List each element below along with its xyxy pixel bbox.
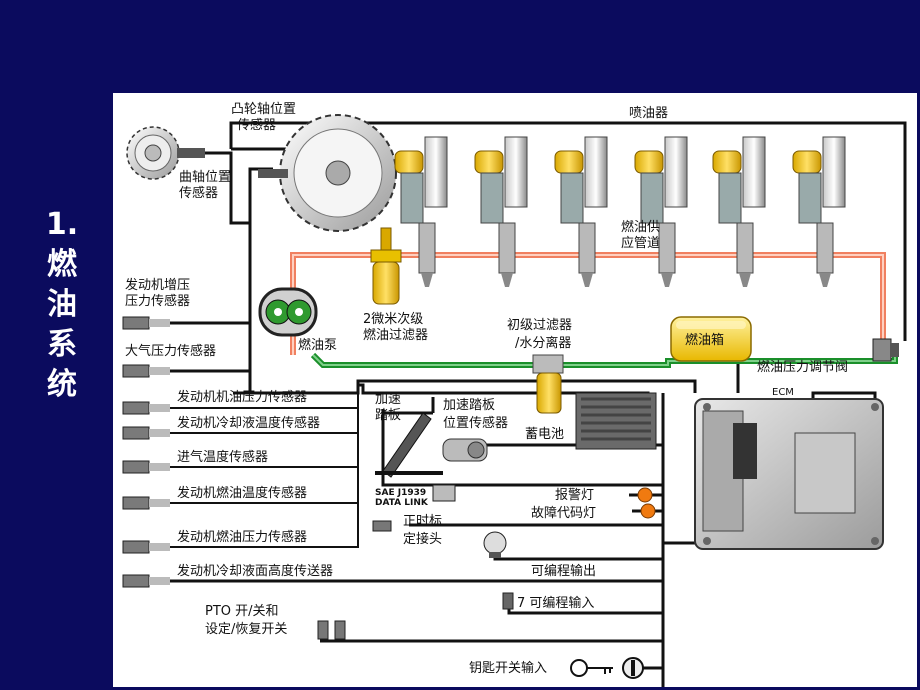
label-warning-lamp: 报警灯 [555, 487, 594, 503]
label-prog-input: 7 可编程输入 [517, 595, 594, 611]
diag-lamp-icon [640, 503, 656, 519]
label-boost-sensor-2: 压力传感器 [125, 293, 190, 309]
label-supply-manifold-2: 应管道 [621, 235, 660, 251]
label-throttle-pedal: 加速 [375, 392, 401, 407]
pressure-regulator-icon [872, 338, 899, 362]
warning-lamp-icon [637, 487, 653, 503]
label-pto: PTO 开/关和 [205, 604, 279, 619]
label-crank-sensor: 曲轴位置 [179, 170, 231, 185]
label-atm-sensor: 大气压力传感器 [125, 343, 216, 359]
title-char: 油 [47, 287, 77, 322]
label-coolant-temp-sensor: 发动机冷却液温度传感器 [177, 415, 320, 431]
title-char: 燃 [47, 247, 77, 282]
label-battery: 蓄电池 [525, 427, 564, 442]
label-timing-connector-2: 定接头 [403, 531, 442, 547]
fuel-return-line [310, 351, 898, 368]
sensor-icons [122, 316, 170, 588]
crank-gear-icon [126, 126, 205, 180]
injector-icon [792, 136, 846, 287]
slide-title: 1. 燃 油 系 统 [40, 205, 100, 405]
label-oil-pressure-sensor: 发动机机油压力传感器 [177, 389, 307, 405]
throttle-pedal-icon [375, 412, 443, 478]
label-pressure-regulator: 燃油压力调节阀 [757, 359, 848, 375]
label-throttle-pedal-2: 踏板 [375, 408, 401, 423]
label-fuel-tank: 燃油箱 [685, 332, 724, 348]
title-char: 统 [47, 367, 77, 402]
label-datalink: SAE J1939 [375, 488, 426, 498]
label-boost-sensor: 发动机增压 [125, 277, 190, 293]
label-cam-sensor-2: 传感器 [237, 117, 276, 133]
datalink-connector-icon [432, 484, 456, 502]
label-throttle-sensor-2: 位置传感器 [443, 415, 508, 431]
injector-icon [394, 136, 448, 287]
fuel-system-diagram: 喷油器 凸轮轴位置 传感器 曲轴位置 传感器 燃油供 应管道 发动机增压 压力传… [113, 93, 917, 687]
label-diag-lamp: 故障代码灯 [531, 506, 596, 521]
label-timing-connector: 正时标 [403, 514, 442, 529]
label-crank-sensor-2: 传感器 [179, 185, 218, 201]
label-key-switch: 钥匙开关输入 [469, 660, 547, 676]
label-coolant-level-sender: 发动机冷却液面高度传送器 [177, 563, 333, 579]
label-prog-output: 可编程输出 [531, 563, 596, 579]
title-char: 系 [47, 327, 77, 362]
diagram-canvas: 喷油器 凸轮轴位置 传感器 曲轴位置 传感器 燃油供 应管道 发动机增压 压力传… [122, 102, 907, 687]
label-cam-sensor: 凸轮轴位置 [231, 102, 296, 117]
injector-icon [712, 136, 766, 287]
battery-icon [575, 392, 657, 450]
pto-switch-icon [317, 620, 346, 640]
injector-icon [634, 136, 688, 287]
label-secondary-filter: 2微米次级 [363, 311, 423, 327]
throttle-sensor-icon [442, 438, 488, 462]
label-injectors: 喷油器 [629, 106, 668, 121]
label-fuel-temp-sensor: 发动机燃油温度传感器 [177, 485, 307, 501]
gear-pump-icon [258, 287, 318, 337]
injector-icon [554, 136, 608, 287]
label-secondary-filter-2: 燃油过滤器 [363, 327, 428, 343]
label-primary-filter-2: /水分离器 [515, 335, 571, 351]
label-datalink-2: DATA LINK [375, 498, 429, 508]
label-ecm: ECM [772, 387, 794, 398]
labels: 喷油器 凸轮轴位置 传感器 曲轴位置 传感器 燃油供 应管道 发动机增压 压力传… [125, 102, 848, 676]
injector-icon [474, 136, 528, 287]
ecm-module-icon [694, 398, 884, 550]
key-icon [570, 659, 613, 677]
cam-gear-icon [258, 114, 397, 232]
label-pto-2: 设定/恢复开关 [205, 622, 287, 637]
label-intake-temp-sensor: 进气温度传感器 [177, 449, 268, 465]
programmable-input-icon [502, 592, 514, 610]
injectors [394, 136, 846, 287]
label-supply-manifold: 燃油供 [621, 219, 660, 235]
label-throttle-sensor: 加速踏板 [443, 398, 495, 413]
label-fuel-pressure-sensor: 发动机燃油压力传感器 [177, 529, 307, 545]
label-primary-filter: 初级过滤器 [507, 318, 572, 333]
ignition-icon [622, 657, 644, 679]
primary-filter-icon [532, 354, 564, 414]
label-fuel-pump: 燃油泵 [298, 337, 337, 353]
programmable-output-icon [483, 531, 507, 558]
fuel-tank-icon [670, 316, 752, 362]
title-number: 1. [45, 207, 79, 242]
timing-connector-icon [372, 520, 392, 532]
secondary-filter-icon [370, 227, 402, 305]
